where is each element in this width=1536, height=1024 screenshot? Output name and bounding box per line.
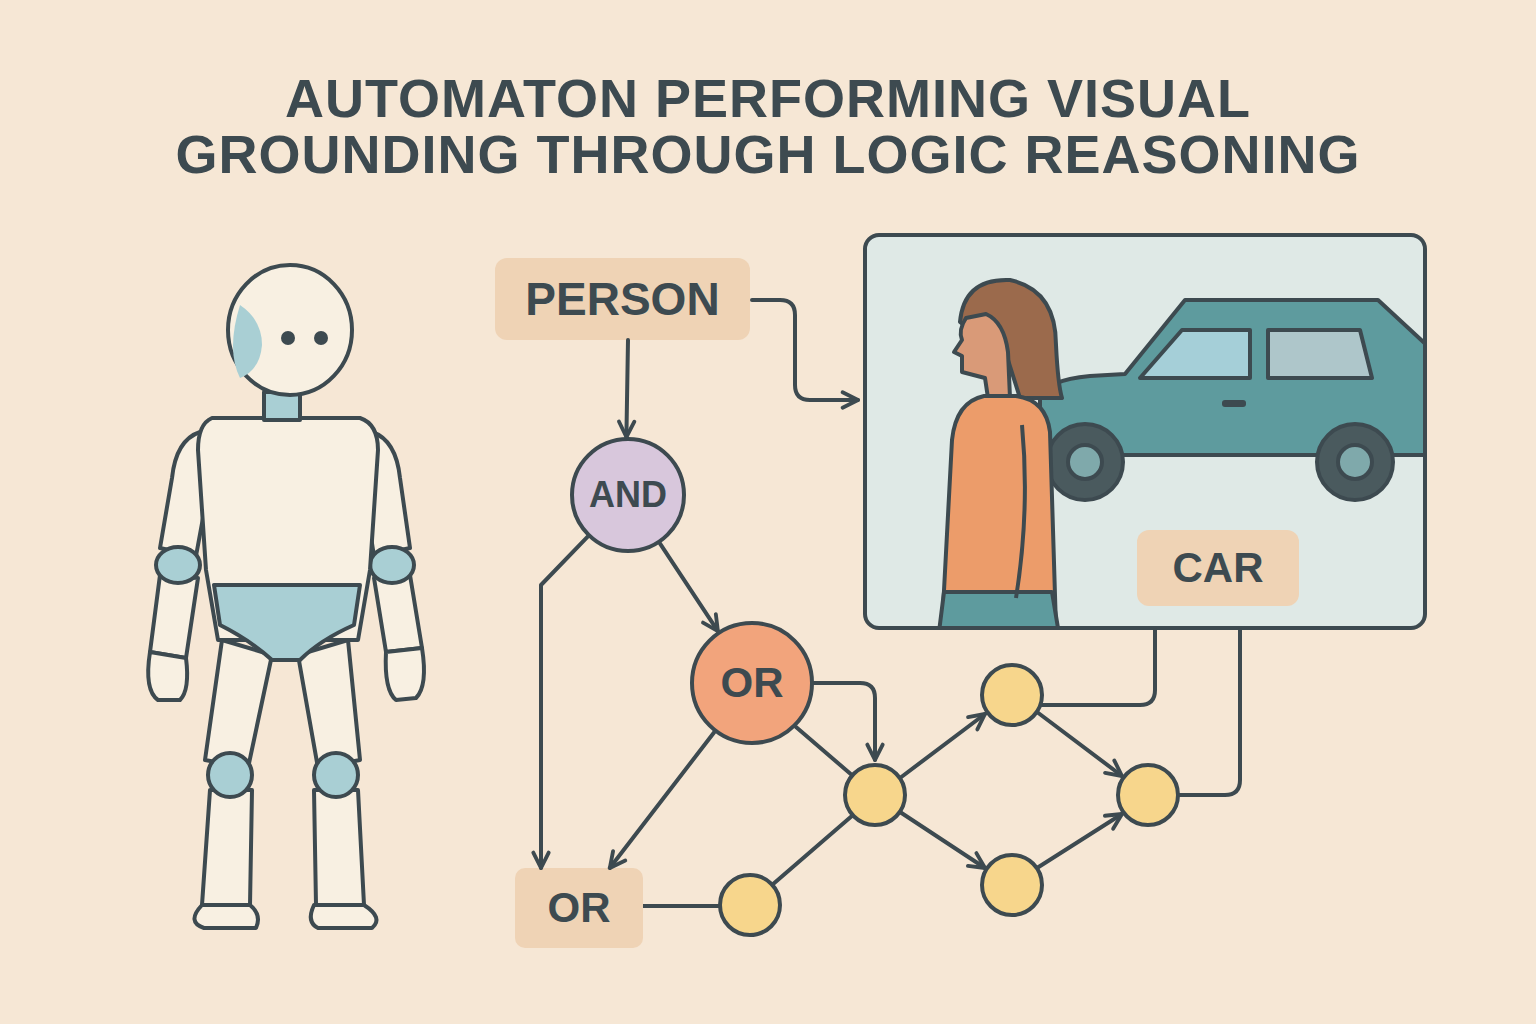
robot-arm <box>150 575 198 658</box>
wire-arrow <box>900 714 985 778</box>
robot-leg <box>205 640 272 768</box>
robot-head <box>228 265 352 395</box>
logic-connector <box>610 732 714 868</box>
robot-foot <box>311 905 377 928</box>
car-handle <box>1222 400 1246 407</box>
logic-circle <box>845 765 905 825</box>
robot-eye <box>314 331 328 345</box>
logic-connector <box>626 340 628 437</box>
wire <box>772 815 853 885</box>
robot-eye <box>281 331 295 345</box>
woman-arm <box>1016 425 1025 598</box>
grounding-arrow <box>752 300 858 400</box>
node-label: CAR <box>1173 545 1264 591</box>
robot-hand <box>386 648 424 700</box>
node-label: OR <box>721 660 784 706</box>
robot-arm <box>374 575 422 652</box>
robot-leg <box>202 790 252 905</box>
image-frame <box>865 235 1425 628</box>
wire-arrow <box>1037 712 1122 776</box>
robot-leg <box>314 790 364 905</box>
wire <box>796 727 853 776</box>
woman-face <box>954 314 1010 398</box>
logic-connector <box>541 537 588 868</box>
robot-knee <box>314 753 358 797</box>
robot-hand <box>148 652 187 700</box>
logic-circle <box>982 665 1042 725</box>
car-wheel <box>1047 424 1123 500</box>
wire-arrow <box>1037 814 1122 868</box>
robot-figure <box>148 265 424 928</box>
car-wheel <box>1317 424 1393 500</box>
logic-circle <box>720 875 780 935</box>
woman-skirt <box>938 592 1060 628</box>
car-window <box>1140 330 1250 378</box>
robot-briefs <box>214 585 360 660</box>
robot-leg <box>298 640 360 768</box>
logic-connector <box>660 543 718 631</box>
robot-knee <box>208 753 252 797</box>
diagram-title: AUTOMATON PERFORMING VISUAL GROUNDING TH… <box>158 70 1378 182</box>
scene-illustration <box>938 280 1425 628</box>
node-label: OR <box>548 885 611 931</box>
logic-circle <box>1118 765 1178 825</box>
logic-circle <box>982 855 1042 915</box>
car-hubcap <box>1068 445 1102 479</box>
car-hubcap <box>1338 445 1372 479</box>
node-label: AND <box>589 475 667 515</box>
circle-shape <box>572 439 684 551</box>
or-gate-box: OR <box>515 868 643 948</box>
robot-elbow <box>156 547 200 583</box>
robot-elbow <box>370 547 414 583</box>
robot-foot <box>194 905 258 928</box>
car-window <box>1268 330 1372 378</box>
wire-arrow <box>900 812 985 868</box>
wire <box>1042 630 1155 705</box>
robot-head-panel <box>233 305 262 378</box>
wire <box>643 904 720 908</box>
concept-box: CAR <box>1137 530 1299 606</box>
node-label: PERSON <box>525 274 719 325</box>
circle-shape <box>692 623 812 743</box>
or-gate-circle: OR <box>690 621 814 745</box>
wire <box>1178 630 1240 795</box>
concept-box: PERSON <box>495 258 750 340</box>
